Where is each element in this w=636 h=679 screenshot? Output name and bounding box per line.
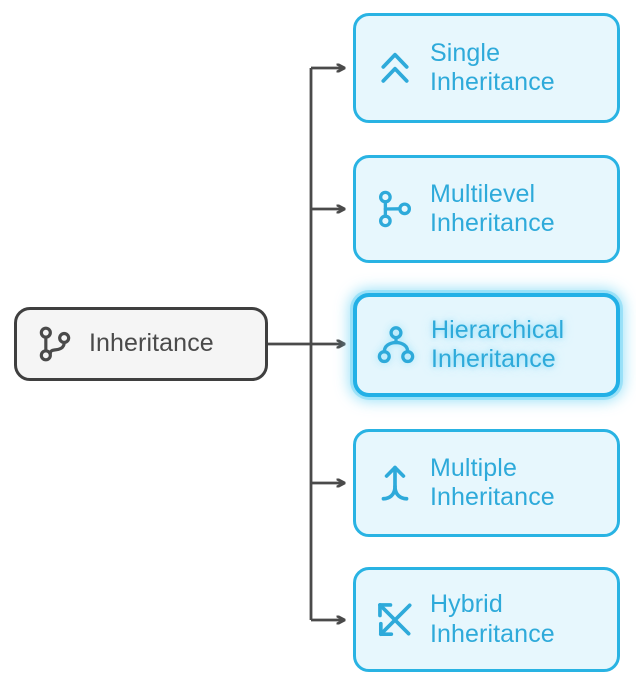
double-chevron-up-icon bbox=[381, 52, 409, 83]
card-label: Multiple Inheritance bbox=[430, 454, 555, 513]
card-hierarchical-inheritance[interactable]: Hierarchical Inheritance bbox=[353, 293, 620, 397]
card-label-line1: Multilevel bbox=[430, 179, 536, 208]
card-label-line2: Inheritance bbox=[430, 209, 555, 237]
card-label-line1: Single bbox=[430, 38, 501, 67]
root-node-label: Inheritance bbox=[89, 329, 214, 358]
card-label-line2: Inheritance bbox=[431, 345, 556, 373]
card-label: Hierarchical Inheritance bbox=[431, 316, 564, 375]
card-label-line2: Inheritance bbox=[430, 483, 555, 511]
card-label-line1: Multiple bbox=[430, 453, 517, 482]
root-node-inheritance[interactable]: Inheritance bbox=[14, 307, 268, 381]
merge-arrow-up-icon bbox=[381, 465, 409, 501]
card-multilevel-inheritance[interactable]: Multilevel Inheritance bbox=[353, 155, 620, 263]
card-label-line1: Hierarchical bbox=[431, 315, 565, 344]
card-multiple-inheritance[interactable]: Multiple Inheritance bbox=[353, 429, 620, 537]
git-branch-icon bbox=[39, 326, 71, 362]
card-label: Single Inheritance bbox=[430, 39, 555, 98]
card-label-line2: Inheritance bbox=[430, 619, 555, 648]
card-label: Hybrid Inheritance bbox=[430, 590, 555, 649]
git-branch-icon bbox=[378, 190, 412, 228]
card-single-inheritance[interactable]: Single Inheritance bbox=[353, 13, 620, 123]
card-hybrid-inheritance[interactable]: Hybrid Inheritance bbox=[353, 567, 620, 672]
card-label-line2: Inheritance bbox=[430, 68, 555, 96]
card-label-line1: Hybrid bbox=[430, 590, 503, 618]
card-label: Multilevel Inheritance bbox=[430, 180, 555, 239]
crossing-diagonal-arrows-icon bbox=[378, 602, 412, 636]
hierarchy-tree-icon bbox=[377, 326, 415, 364]
